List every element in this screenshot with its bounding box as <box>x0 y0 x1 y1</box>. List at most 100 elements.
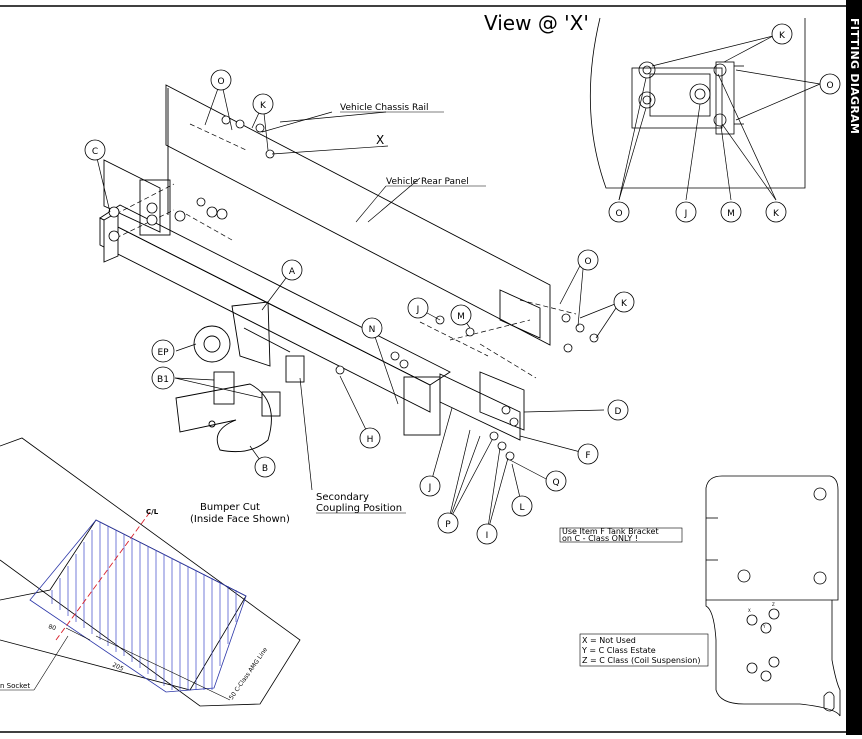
callout-o-right: O <box>577 249 599 271</box>
svg-text:K: K <box>260 101 267 111</box>
callout-k-right: K <box>613 291 635 313</box>
hole-z-label: Z <box>772 602 775 607</box>
bumper-cut-detail <box>0 437 301 707</box>
svg-text:J: J <box>428 483 432 493</box>
main-leaders <box>94 79 621 535</box>
svg-text:J: J <box>684 209 688 219</box>
callout-f: F <box>577 443 599 465</box>
svg-text:P: P <box>445 520 451 530</box>
svg-text:K: K <box>779 31 786 41</box>
svg-text:L: L <box>519 503 524 513</box>
centre-line <box>55 511 151 641</box>
hole-y-label: Y <box>762 624 766 629</box>
view-x-leaders <box>618 35 821 201</box>
svg-text:N: N <box>369 325 376 335</box>
bumper-cut-region <box>29 519 247 693</box>
view-x-boundary <box>589 17 806 189</box>
view-x-bolt-head-2 <box>638 91 656 109</box>
svg-text:H: H <box>367 435 374 445</box>
svg-text:O: O <box>826 81 833 91</box>
callout-j: J <box>407 297 429 319</box>
svg-text:Q: Q <box>552 478 559 488</box>
left-end-bracket <box>103 159 161 233</box>
svg-text:D: D <box>615 407 622 417</box>
callout-p: P <box>437 512 459 534</box>
tank-note-line-2: on C - Class ONLY ! <box>562 534 638 543</box>
inside-face-label: (Inside Face Shown) <box>190 514 290 525</box>
svg-text:F: F <box>585 451 590 461</box>
svg-text:I: I <box>486 531 489 541</box>
callout-k-top: K <box>252 93 274 115</box>
crossbar-beam <box>99 217 431 413</box>
svg-text:B1: B1 <box>157 375 169 385</box>
bumper-cut-hatching <box>51 522 237 690</box>
legend-y: Y = C Class Estate <box>581 646 656 655</box>
svg-text:M: M <box>727 209 735 219</box>
callout-j-lower: J <box>419 475 441 497</box>
view-x-title: View @ 'X' <box>484 11 589 35</box>
view-x-inner-plate <box>649 73 711 117</box>
callout-q: Q <box>545 470 567 492</box>
secondary-label: Secondary <box>316 492 369 503</box>
svg-text:A: A <box>289 267 296 277</box>
b1-bracket-left <box>213 371 235 405</box>
svg-text:K: K <box>621 299 628 309</box>
callout-l: L <box>511 495 533 517</box>
dimension-205: 205 <box>111 662 125 673</box>
bolts-fasteners <box>108 115 599 461</box>
view-x-bolt-center <box>689 83 711 105</box>
svg-text:J: J <box>416 305 420 315</box>
callout-h: H <box>359 427 381 449</box>
x-marker-label: X <box>376 133 384 147</box>
vehicle-rear-panel-label: Vehicle Rear Panel <box>386 177 469 187</box>
callout-b: B <box>254 456 276 478</box>
view-x-detail <box>589 17 806 189</box>
svg-text:O: O <box>217 77 224 87</box>
fixing-dashed-lines <box>115 123 577 379</box>
vehicle-rear-panel-plate <box>165 84 551 346</box>
legend-z: Z = C Class (Coil Suspension) <box>582 656 700 665</box>
towbar-assembly <box>99 84 551 453</box>
svg-text:C: C <box>92 147 98 157</box>
callout-n: N <box>361 317 383 339</box>
view-x-bracket <box>715 61 735 135</box>
callout-o-view-right: O <box>819 73 841 95</box>
tank-bracket-lower <box>705 600 841 717</box>
amg-line-label: 50 C-Class AMG Line <box>228 646 269 701</box>
svg-text:O: O <box>584 257 591 267</box>
view-x-bolt-head-1 <box>638 61 656 79</box>
svg-text:O: O <box>615 209 622 219</box>
fitting-diagram-title: FITTING DIAGRAM <box>848 18 861 135</box>
callout-o-top: O <box>210 69 232 91</box>
coupling-position-label: Coupling Position <box>316 503 402 514</box>
tank-bracket-upper <box>705 475 839 601</box>
hole-x-label: X <box>748 608 751 613</box>
callout-d: D <box>607 399 629 421</box>
callout-c: C <box>84 139 106 161</box>
callout-m: M <box>450 304 472 326</box>
vehicle-chassis-rail-label: Vehicle Chassis Rail <box>340 103 429 113</box>
svg-text:M: M <box>457 312 465 322</box>
svg-text:B: B <box>262 464 268 474</box>
tank-note-line-1: Use Item F Tank Bracket <box>562 527 659 536</box>
callouts: O K C K O O J M K A O K J M N EP B1 B H … <box>84 23 841 545</box>
bumper-cut-label: Bumper Cut <box>200 502 260 513</box>
right-side-plate <box>479 371 525 431</box>
secondary-coupling-bracket <box>285 355 305 383</box>
callout-ep: EP <box>151 339 175 363</box>
socket-label: n Socket <box>0 682 30 690</box>
dimension-80: 80 <box>47 623 57 632</box>
callout-k-view-bottom: K <box>765 201 787 223</box>
bumper-outline <box>0 437 301 707</box>
b-hook-bracket <box>175 383 272 453</box>
callout-a: A <box>281 259 303 281</box>
sidebar-title-strip: FITTING DIAGRAM <box>846 0 862 735</box>
callout-i: I <box>476 523 498 545</box>
callout-o-view-bottom: O <box>608 201 630 223</box>
hole-legend-box <box>579 633 709 667</box>
centre-line-label: C/L <box>146 508 159 516</box>
svg-text:K: K <box>773 209 780 219</box>
callout-j-view: J <box>675 201 697 223</box>
